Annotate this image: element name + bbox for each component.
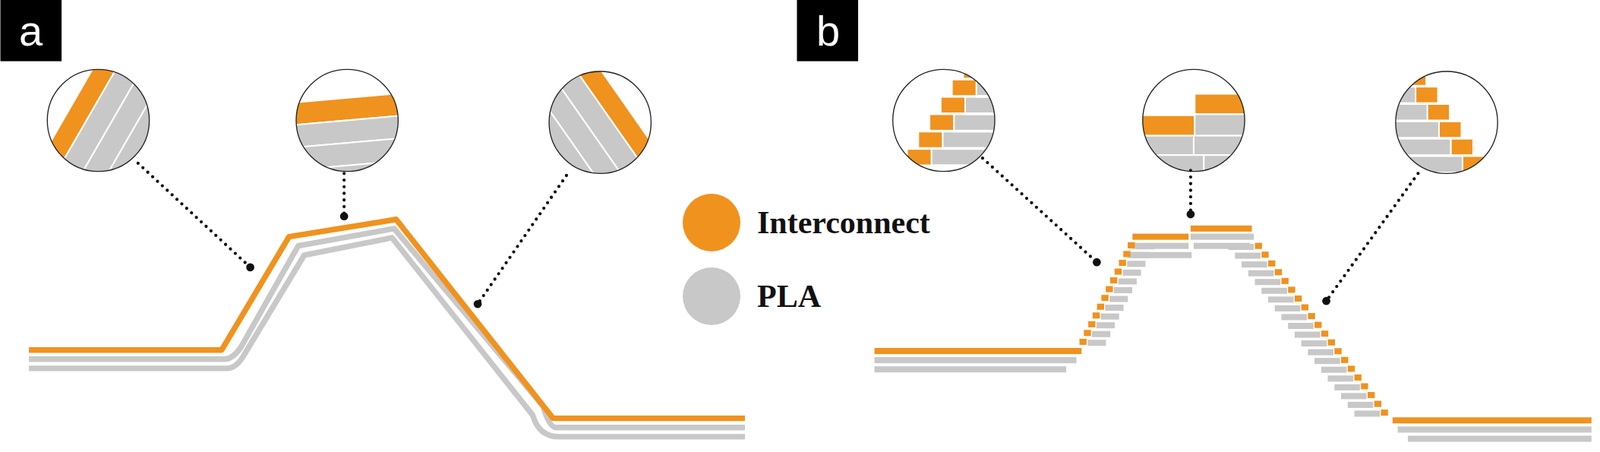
legend-label: PLA — [757, 280, 821, 313]
stepped-layers — [874, 225, 1592, 442]
legend-swatch — [682, 267, 741, 326]
curved-layers — [28, 219, 745, 437]
zoom-circle — [47, 69, 1498, 174]
panel-letter-box — [796, 0, 859, 62]
panel-letter: b — [797, 0, 859, 62]
legend-label: Interconnect — [757, 206, 931, 239]
panel-letter-box — [0, 0, 62, 62]
panel-letter: a — [0, 0, 62, 62]
legend-swatch — [682, 193, 741, 252]
